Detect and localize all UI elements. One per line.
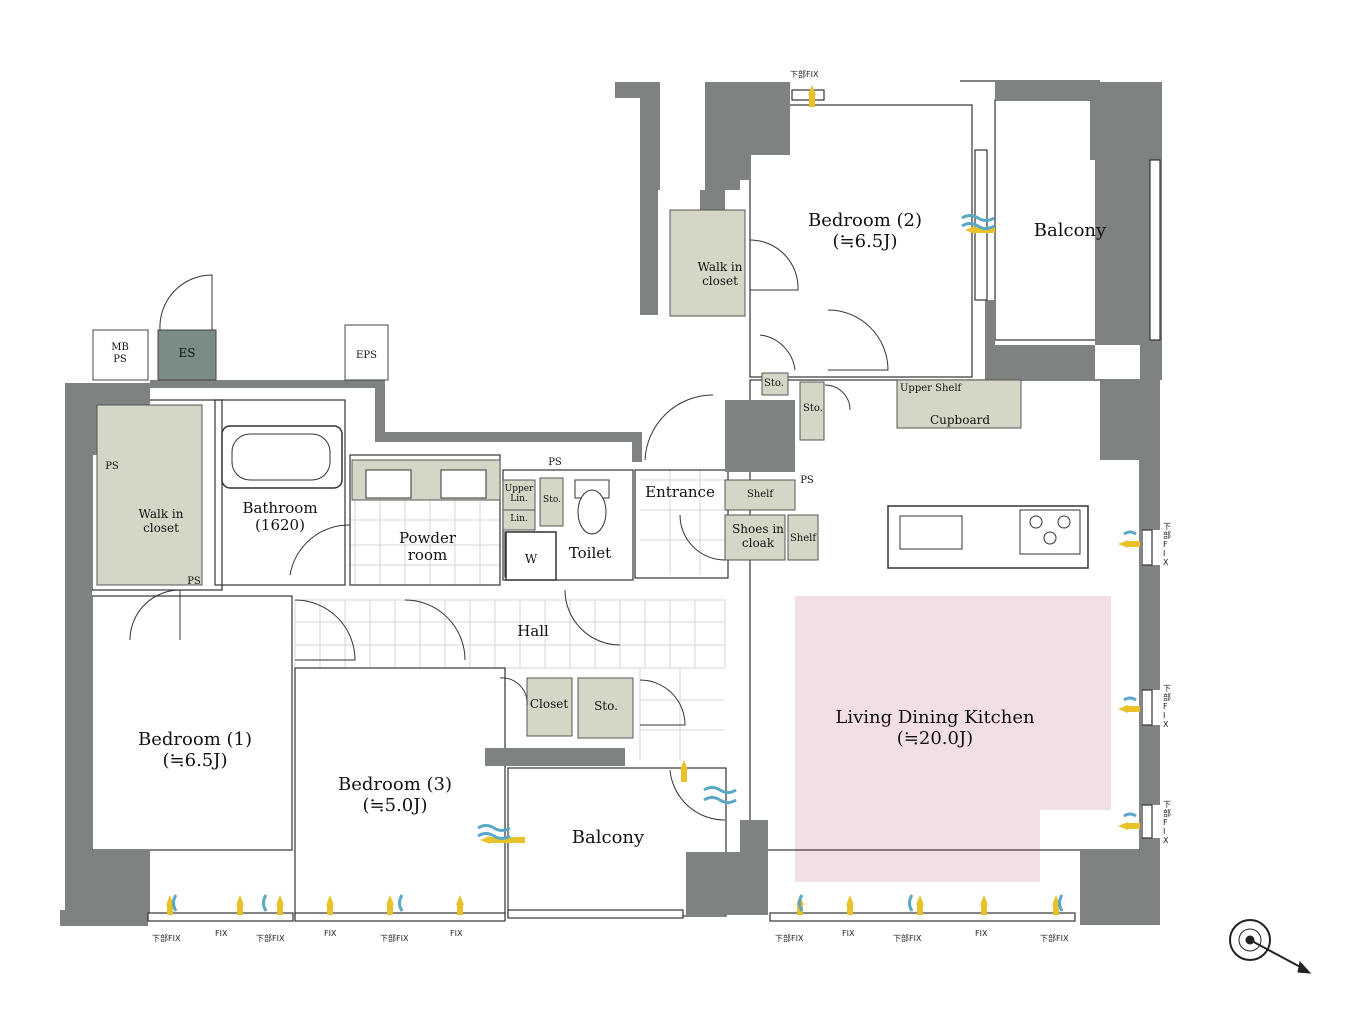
bedroom2-name: Bedroom (2) [808,210,922,231]
sto-bed2-label: Sto. [764,378,784,389]
bedroom2-label: Bedroom (2) (≒6.5J) [790,210,940,252]
sink-left [365,469,412,499]
powder-name2: room [407,546,448,565]
hall-tile-floor [294,470,726,760]
bathtub-inner [231,433,331,481]
sash-label: 下部FIX [380,934,409,943]
bathroom-label: Bathroom (1620) [230,499,330,535]
balcony-bottom-label: Balcony [571,827,645,848]
ldk-area: (≒20.0J) [896,727,974,749]
washer-space [505,531,557,581]
burner-1 [1029,515,1043,529]
sash-label: 下部FIX [152,934,181,943]
bedroom3-area: (≒5.0J) [362,794,428,816]
airflow-waves [172,214,1137,912]
bedroom1-label: Bedroom (1) (≒6.5J) [120,729,270,771]
sash-label: FIX [215,929,228,938]
sink-right [440,469,487,499]
bedroom1-name: Bedroom (1) [138,729,252,750]
es-shaft [157,329,217,381]
window-frames [147,89,1161,922]
entrance-label: Entrance [645,483,715,501]
bathroom-name: Bathroom [242,499,318,517]
sash-label-vertical: 下 部 F I X [1163,684,1171,729]
sash-label: 下部FIX [256,934,285,943]
wic2-label: Walk in closet [684,260,756,289]
ps-wic-label: PS [105,461,119,472]
cupboard-label: Cupboard [929,413,991,427]
toilet-bowl [577,489,607,535]
lin-label: Lin. [510,514,528,524]
shoes-label: Shoes in cloak [726,522,790,551]
ps-powder-label: PS [548,457,562,468]
kitchen-sink [899,515,963,550]
shelf2-label: Shelf [789,533,817,544]
upper-shelf-label: Upper Shelf [900,383,962,394]
sto-powder-label: Sto. [543,495,561,505]
closet-label: Closet [529,697,569,711]
hall-label: Hall [517,622,549,640]
sash-label: FIX [450,929,463,938]
toilet-label: Toilet [568,544,612,562]
wic1-label: Walk in closet [125,507,197,536]
burner-2 [1057,515,1071,529]
ps-ent-label: PS [800,475,814,486]
sto-hall-label: Sto. [594,699,618,713]
powder-name: Powder [398,529,456,547]
wic2-line1: Walk in [697,260,743,274]
upper-lin-line1: Upper [504,484,534,494]
eps-label: EPS [356,350,377,361]
burner-3 [1043,531,1057,545]
structural-walls [60,80,1162,926]
upper-lin-line2: Lin. [510,494,528,505]
bedroom3-name: Bedroom (3) [338,774,452,795]
wic2-line2: closet [702,273,738,288]
bedroom2-area: (≒6.5J) [832,230,898,252]
balcony-top-label: Balcony [1033,220,1107,241]
sash-label: FIX [975,929,988,938]
eps-box [344,324,389,381]
sash-label: 下部FIX [790,70,819,79]
wic1-line1: Walk in [138,507,184,521]
bedroom3-label: Bedroom (3) (≒5.0J) [320,774,470,816]
upper-lin-label: Upper Lin. [503,484,535,505]
shelf1-label: Shelf [746,489,774,500]
bathroom-size: (1620) [255,516,305,535]
door-swings [129,239,889,821]
mbps-line2: PS [113,353,127,365]
mbps-line1: MB [111,342,129,353]
shoes-line1: Shoes in [732,522,784,536]
sash-label: FIX [842,929,855,938]
powder-label: Powder room [385,529,470,565]
sash-label-vertical: 下 部 F I X [1163,800,1171,845]
bedroom1-area: (≒6.5J) [162,749,228,771]
ldk-label: Living Dining Kitchen (≒20.0J) [820,707,1050,749]
sash-label-vertical: 下 部 F I X [1163,522,1171,567]
sash-label: FIX [324,929,337,938]
wic1-line2: closet [143,520,179,535]
sash-label: 下部FIX [893,934,922,943]
ps-wic2-label: PS [187,576,201,587]
shoes-line2: cloak [741,535,775,550]
es-label: ES [178,346,196,360]
washer-label: W [524,552,538,566]
storage-areas [96,209,1022,739]
mbps-label: MB PS [94,342,146,365]
mbps-box [92,329,149,381]
sash-label: 下部FIX [1040,934,1069,943]
compass-icon [1229,919,1312,974]
sash-label: 下部FIX [775,934,804,943]
ldk-name: Living Dining Kitchen [835,707,1035,728]
sto-ent-label: Sto. [803,403,823,414]
